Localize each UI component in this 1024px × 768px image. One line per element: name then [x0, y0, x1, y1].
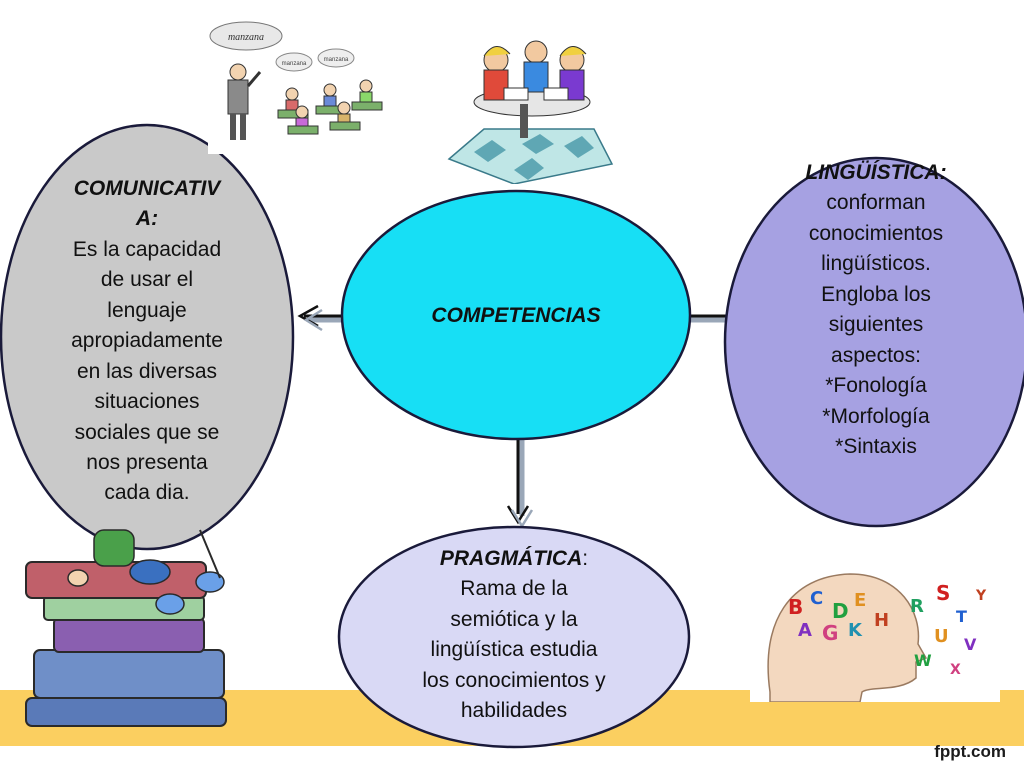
comunicativa-line: apropiadamente	[71, 329, 223, 353]
svg-text:E: E	[854, 590, 866, 611]
linguistica-line: *Sintaxis	[835, 434, 917, 458]
linguistica-title: LINGÜÍSTICA:	[805, 161, 947, 184]
linguistica-line: siguientes	[828, 313, 924, 337]
svg-text:U: U	[934, 626, 949, 647]
node-competencias: COMPETENCIAS	[396, 301, 636, 331]
node-linguistica: LINGÜÍSTICA: conforman conocimientos lin…	[766, 158, 986, 462]
node-linguistica-shape	[723, 156, 1024, 528]
student-bubble-text-1: manzana	[282, 61, 307, 67]
arrow-to-pragmatica	[506, 440, 534, 529]
svg-text:W: W	[914, 651, 932, 670]
linguistica-line: conocimientos	[808, 221, 944, 245]
svg-text:G: G	[822, 621, 838, 645]
pragmatica-line: lingüística estudia	[430, 638, 598, 662]
pragmatica-line: habilidades	[460, 699, 568, 723]
node-pragmatica-shape	[337, 525, 691, 749]
svg-text:Y: Y	[975, 588, 987, 604]
books-illustration	[25, 529, 227, 727]
svg-text:C: C	[810, 588, 823, 609]
node-pragmatica: PRAGMÁTICA: Rama de la semiótica y la li…	[384, 544, 644, 727]
pragmatica-title-suffix: :	[582, 547, 589, 570]
svg-text:X: X	[950, 662, 961, 678]
comunicativa-line: en las diversas	[76, 359, 218, 383]
svg-text:D: D	[832, 599, 849, 623]
pragmatica-line: los conocimientos y	[422, 668, 606, 692]
linguistica-line: *Morfología	[822, 404, 930, 428]
svg-text:H: H	[874, 610, 889, 631]
footer-brand: fppt.com	[934, 742, 1006, 761]
svg-text:K: K	[848, 620, 863, 641]
teacher-bubble-text: manzana	[228, 32, 264, 43]
comunicativa-line: sociales que se	[74, 420, 220, 444]
comunicativa-line: de usar el	[100, 268, 194, 292]
svg-text:A: A	[798, 620, 812, 641]
svg-text:S: S	[936, 581, 950, 605]
linguistica-line: conforman	[826, 191, 926, 215]
svg-text:R: R	[910, 596, 924, 617]
comunicativa-title-line1: COMUNICATIV	[73, 177, 221, 200]
comunicativa-line: situaciones	[94, 390, 200, 414]
pragmatica-line: semiótica y la	[450, 607, 578, 631]
comunicativa-line: nos presenta	[86, 450, 208, 474]
svg-text:T: T	[956, 607, 967, 626]
competencias-label: COMPETENCIAS	[431, 304, 601, 327]
comunicativa-line: lenguaje	[107, 298, 187, 322]
node-comunicativa-shape	[0, 123, 295, 551]
speaking-head-illustration: B C D E A G K H R S T U V W X Y	[750, 562, 1000, 702]
svg-text:B: B	[788, 595, 803, 619]
classroom-illustration: manzana manzana manzana	[208, 14, 388, 154]
comunicativa-line: Es la capacidad	[72, 237, 222, 261]
comunicativa-line: cada dia.	[104, 481, 190, 505]
linguistica-line: Engloba los	[821, 282, 931, 306]
node-competencias-shape	[340, 189, 692, 441]
student-bubble-text-2: manzana	[324, 57, 349, 63]
comunicativa-title-line2: A:	[135, 207, 159, 231]
linguistica-line: *Fonología	[825, 374, 927, 398]
svg-text:V: V	[964, 635, 977, 654]
reading-group-illustration	[447, 40, 614, 184]
pragmatica-line: Rama de la	[460, 577, 568, 601]
pragmatica-title: PRAGMÁTICA	[439, 547, 583, 570]
node-comunicativa: COMUNICATIV A: Es la capacidad de usar e…	[42, 174, 252, 509]
linguistica-line: aspectos:	[831, 343, 921, 367]
linguistica-line: lingüísticos.	[821, 252, 931, 276]
